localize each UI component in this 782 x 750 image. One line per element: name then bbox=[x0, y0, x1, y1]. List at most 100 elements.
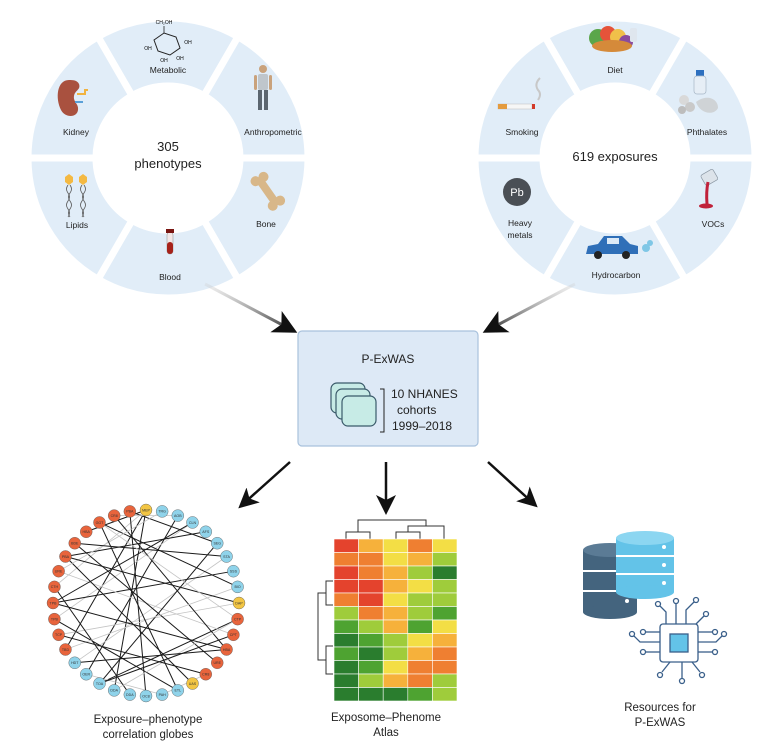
globe-edge bbox=[58, 511, 163, 572]
heatmap-cell bbox=[333, 606, 359, 621]
exposure-segment-smoking bbox=[471, 31, 584, 162]
globe-edge bbox=[65, 556, 193, 684]
exposure-wheel: DietPhthalatesVOCsHydrocarbonSmokingHeav… bbox=[471, 14, 759, 302]
hub-line1: 10 NHANES bbox=[391, 387, 458, 401]
globe-node: TPB bbox=[46, 596, 60, 610]
globe-node-circle bbox=[59, 643, 72, 656]
globe-edge bbox=[58, 634, 206, 675]
globe-node: DDA bbox=[123, 688, 137, 701]
globe-node-circle bbox=[220, 643, 233, 656]
circuit-chip-icon bbox=[628, 596, 728, 685]
arrow-to-resources bbox=[487, 461, 538, 508]
heatmap-cell bbox=[407, 552, 433, 567]
heatmap-cell bbox=[432, 565, 458, 580]
paint-can-icon bbox=[699, 169, 719, 209]
globe-edge bbox=[161, 673, 206, 695]
ch2oh-label: CH₂OH bbox=[156, 20, 173, 26]
phenotype-center: 305 phenotypes bbox=[134, 139, 202, 171]
heatmap-cell bbox=[333, 565, 359, 580]
globe-node-circle bbox=[68, 656, 81, 669]
globe-edge bbox=[54, 618, 179, 691]
globe-edge bbox=[99, 522, 238, 588]
globe-node-label: HDT bbox=[71, 661, 79, 665]
globe-node-label: UAS bbox=[189, 682, 197, 686]
globe-node: GGT bbox=[93, 516, 106, 529]
globe-node: DDA bbox=[107, 684, 121, 697]
globe-node-circle bbox=[80, 525, 93, 538]
globe-node-circle bbox=[155, 505, 169, 518]
phenotype-segment-kidney bbox=[24, 31, 137, 162]
globe-node: TOA bbox=[93, 677, 106, 690]
heatmap-cell bbox=[358, 687, 384, 702]
globe-node: DAP bbox=[232, 596, 246, 610]
globe-edge bbox=[99, 634, 234, 685]
phenotype-label-bone: Bone bbox=[256, 219, 276, 229]
human-body-icon bbox=[254, 65, 272, 110]
globe-node-label: TPB bbox=[50, 601, 58, 605]
globe-node: AFS bbox=[199, 525, 212, 538]
heatmap-cell bbox=[333, 538, 359, 553]
heatmap-cell bbox=[407, 673, 433, 688]
oh-label-4: OH bbox=[184, 40, 192, 46]
exposure-count: 619 exposures bbox=[572, 149, 658, 164]
heatmap-cell bbox=[358, 579, 384, 594]
hub-line2: cohorts bbox=[397, 403, 436, 417]
globe-node-circle bbox=[80, 668, 93, 681]
globe-node-label: HBA bbox=[223, 648, 231, 652]
globe-node-circle bbox=[231, 580, 244, 594]
globe-node-label: PAH bbox=[159, 693, 167, 697]
globe-node-label: DDA bbox=[126, 693, 134, 697]
oh-label-3: OH bbox=[176, 56, 184, 62]
globe-node: ETL bbox=[171, 684, 185, 697]
globe-node-circle bbox=[48, 580, 61, 594]
heatmap-cell bbox=[382, 687, 409, 702]
globe-node-circle bbox=[232, 596, 246, 610]
globe-node-label: MEP bbox=[142, 508, 150, 512]
globe-node: HBA bbox=[220, 643, 233, 656]
cohort-bracket bbox=[380, 388, 385, 433]
heatmap-cell bbox=[333, 579, 359, 594]
globe-edges bbox=[52, 509, 240, 697]
heatmap-cell bbox=[358, 673, 384, 688]
globe-edge bbox=[74, 556, 227, 664]
globe-node-label: CTH bbox=[51, 585, 59, 589]
exposure-label-metals: metals bbox=[507, 230, 532, 240]
exposure-label-smoking: Smoking bbox=[505, 127, 538, 137]
globe-node-circle bbox=[171, 684, 185, 697]
dendrogram-left bbox=[317, 580, 333, 675]
heatmap-cell bbox=[358, 606, 384, 621]
globe-node: TRG bbox=[155, 505, 169, 518]
database-icon-light bbox=[616, 531, 674, 599]
heatmap-cell bbox=[432, 619, 458, 634]
atlas-label-line2: Atlas bbox=[373, 727, 399, 739]
globe-node: BIO bbox=[231, 580, 244, 594]
globe-edge bbox=[99, 522, 238, 620]
stacked-cohorts-icon bbox=[330, 382, 377, 427]
heatmap-cell bbox=[333, 660, 359, 675]
globe-node-circle bbox=[227, 564, 240, 578]
heatmap-cell bbox=[358, 552, 384, 567]
atlas-label-line1: Exposome–Phenome bbox=[331, 712, 441, 724]
globe-node-label: CPT bbox=[230, 633, 238, 637]
globe-node: SEG bbox=[211, 537, 224, 550]
globe-edge bbox=[65, 556, 240, 604]
plastic-bottle-icon bbox=[678, 70, 718, 114]
globe-node: UAS bbox=[186, 677, 199, 690]
globe-edge bbox=[74, 649, 227, 664]
globe-node-label: PBA bbox=[126, 510, 134, 514]
heatmap-cell bbox=[432, 660, 458, 675]
lead-element-icon: Pb bbox=[503, 178, 531, 206]
globe-node-circle bbox=[107, 684, 121, 697]
heatmap-cell bbox=[432, 592, 458, 607]
globe-node-label: STA bbox=[223, 555, 230, 559]
globe-node-label: BDE bbox=[71, 542, 79, 546]
heatmap-cell bbox=[432, 552, 458, 567]
heatmap-cell bbox=[382, 646, 409, 661]
glucose-molecule-icon: CH₂OH OH OH OH OH bbox=[144, 20, 192, 64]
heatmap-cell bbox=[333, 592, 359, 607]
globe-edge bbox=[52, 570, 234, 604]
phenotype-word: phenotypes bbox=[134, 156, 202, 171]
globe-node-label: TRG bbox=[158, 510, 166, 514]
globe-node-label: SEG bbox=[213, 542, 221, 546]
